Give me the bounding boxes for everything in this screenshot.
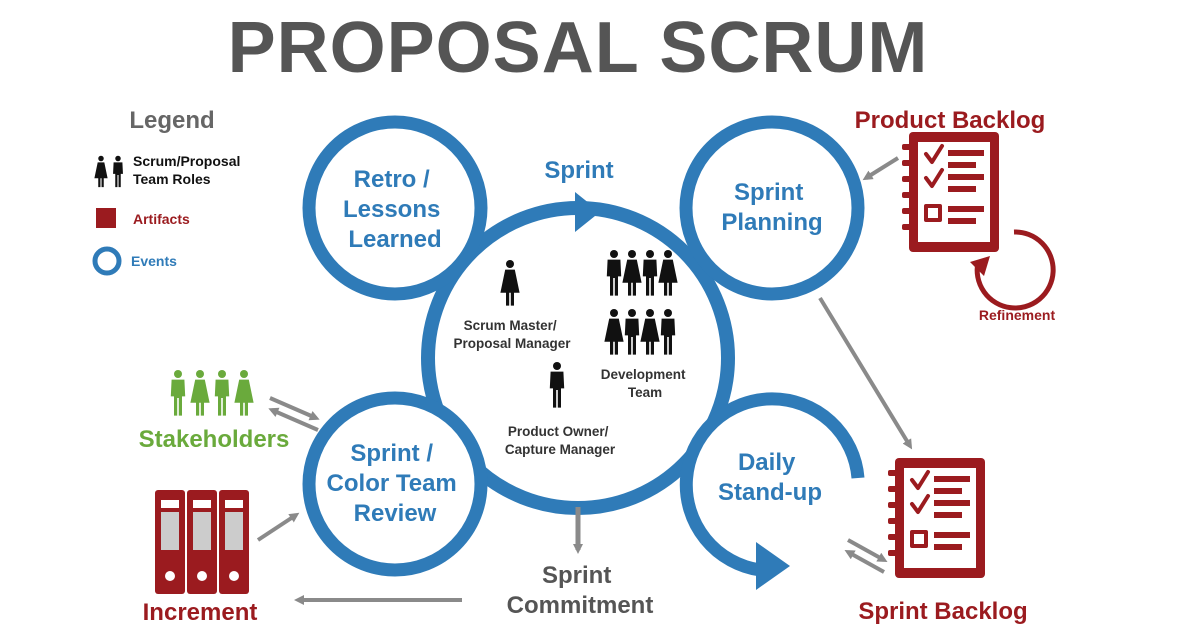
event-sprint-planning-label: Sprint Planning — [721, 179, 822, 236]
refinement-arrowhead-icon — [970, 256, 990, 276]
product-owner-icon — [549, 362, 565, 408]
legend-artifacts-label: Artifacts — [133, 211, 190, 227]
sprint-commitment-label: Sprint Commitment — [507, 562, 654, 619]
increment-label: Increment — [143, 599, 258, 626]
refinement-loop-arrow-icon — [974, 229, 1056, 311]
stakeholders-to-review-arrow — [269, 396, 320, 421]
sprint-cycle-arrowhead-icon — [575, 192, 600, 232]
legend-heading: Legend — [129, 107, 214, 134]
legend-people-icon — [94, 155, 123, 188]
stakeholders-icon — [170, 370, 254, 416]
legend-events-label: Events — [131, 253, 177, 269]
legend-event-circle-icon — [92, 246, 122, 276]
event-retro-circle[interactable] — [302, 115, 488, 301]
product-backlog-checklist-icon[interactable] — [900, 130, 1001, 254]
review-to-stakeholders-arrow — [268, 407, 319, 432]
sprint-backlog-to-standup-arrow — [844, 550, 885, 574]
standup-to-sprint-backlog-arrow — [847, 538, 888, 562]
page-title: PROPOSAL SCRUM — [228, 8, 929, 88]
legend-roles-line2: Team Roles — [133, 171, 211, 187]
scrum-master-label: Scrum Master/ Proposal Manager — [453, 318, 571, 351]
legend-artifact-square-icon — [96, 208, 116, 228]
development-team-icon — [604, 250, 678, 355]
legend: Legend Scrum/Proposal Team Roles Artifac… — [92, 107, 240, 276]
event-sprint-planning-circle[interactable] — [679, 115, 865, 301]
legend-roles-line1: Scrum/Proposal — [133, 153, 240, 169]
product-backlog-label: Product Backlog — [855, 107, 1046, 134]
development-team-label: Development Team — [601, 367, 690, 400]
product-owner-label: Product Owner/ Capture Manager — [505, 424, 616, 457]
sprint-backlog-checklist-icon[interactable] — [886, 456, 987, 580]
scrum-master-icon — [500, 260, 520, 306]
event-retro-label: Retro / Lessons Learned — [343, 166, 447, 253]
event-daily-standup-label: Daily Stand-up — [718, 449, 822, 506]
sprint-label: Sprint — [544, 157, 613, 184]
increment-binders-icon[interactable] — [155, 490, 249, 594]
product-backlog-to-planning-arrow — [862, 156, 900, 181]
stakeholders-label: Stakeholders — [139, 426, 290, 453]
sprint-backlog-label: Sprint Backlog — [858, 598, 1027, 625]
event-daily-standup-circle[interactable] — [679, 392, 865, 590]
refinement-label: Refinement — [979, 307, 1056, 323]
planning-to-sprint-backlog-arrow — [818, 296, 913, 450]
increment-to-review-arrow — [256, 512, 300, 542]
event-review-circle[interactable] — [302, 391, 488, 577]
event-review-label: Sprint / Color Team Review — [327, 440, 464, 527]
